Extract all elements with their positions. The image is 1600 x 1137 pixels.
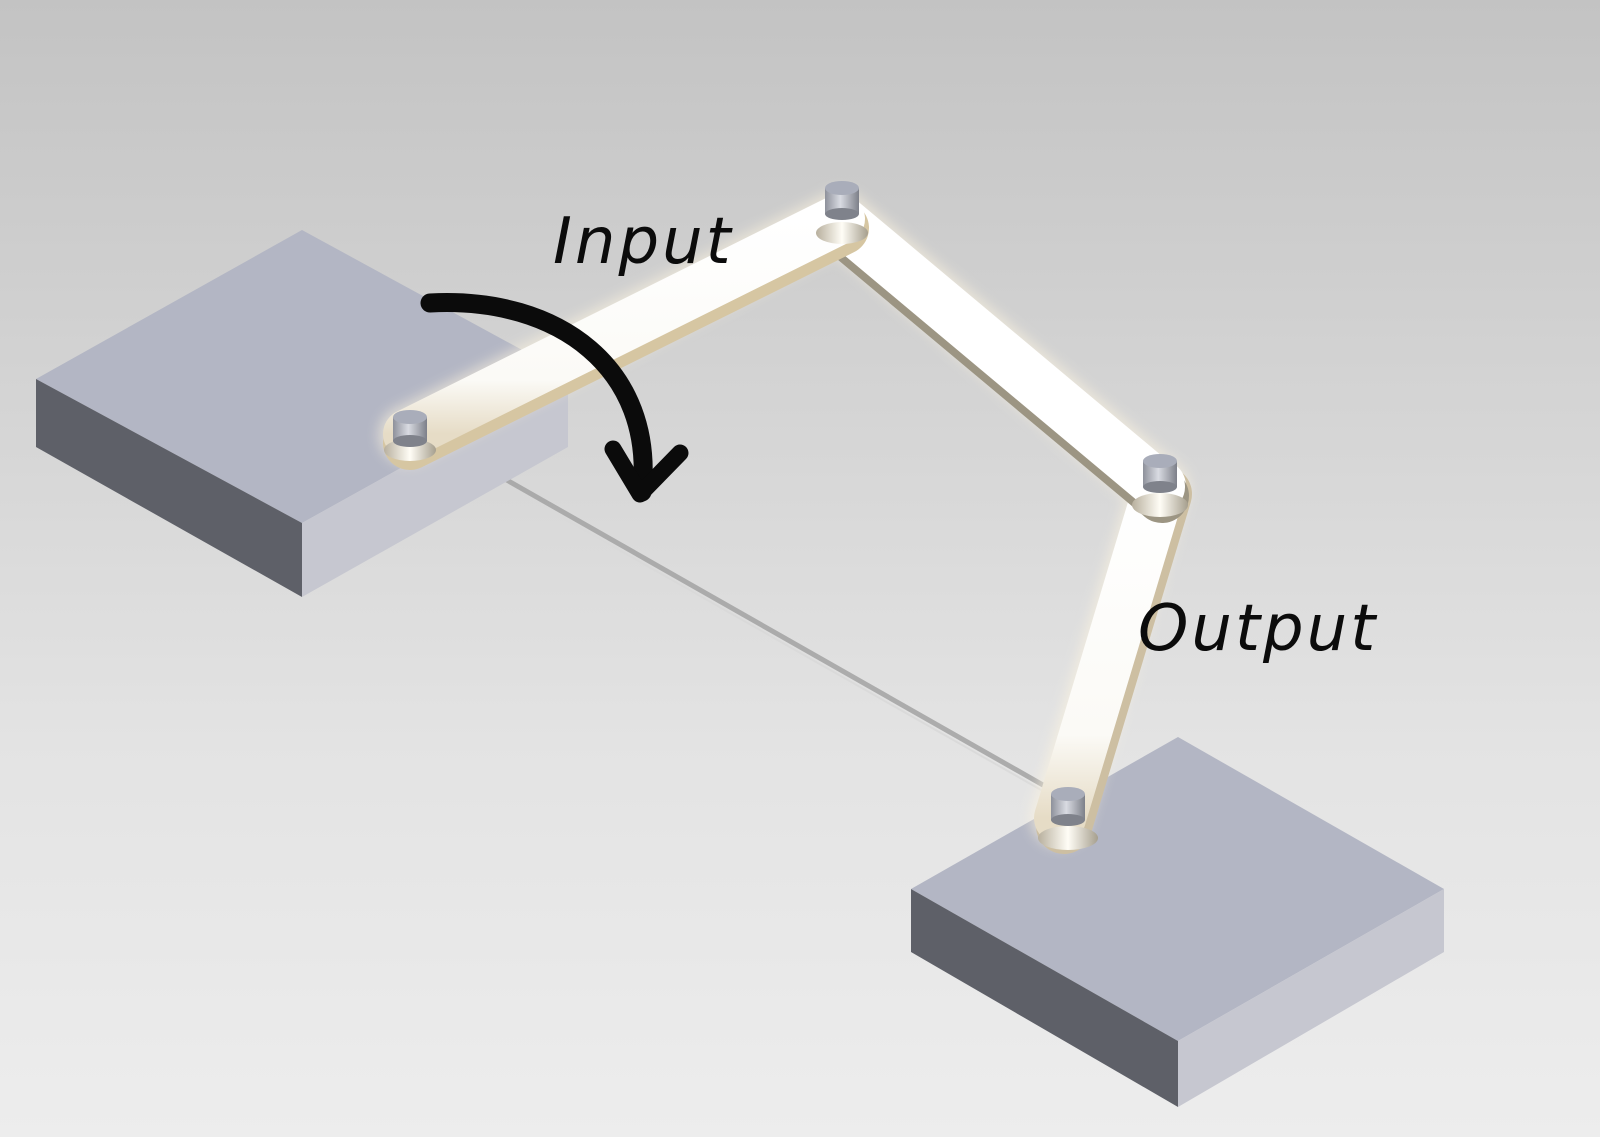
coupler-link xyxy=(815,194,1189,523)
left-base-front-left-face xyxy=(36,379,302,597)
joint-pin-input-ground xyxy=(384,410,436,461)
output-label: Output xyxy=(1138,592,1378,666)
joint-pin-coupler-output xyxy=(1132,454,1188,517)
output-link xyxy=(1034,460,1192,854)
ground-link-highlight xyxy=(409,430,1058,800)
left-base-front-right-face xyxy=(302,375,568,597)
right-base-front-right-face xyxy=(1178,889,1444,1107)
input-label: Input xyxy=(553,205,734,279)
clockwise-arrow-icon xyxy=(420,293,689,503)
input-link xyxy=(383,194,869,470)
right-fixed-base xyxy=(911,737,1444,1107)
right-base-front-left-face xyxy=(911,889,1178,1107)
right-base-top-face xyxy=(911,737,1444,1041)
joint-pin-input-coupler xyxy=(816,181,868,244)
ground-link-line xyxy=(408,422,1059,796)
joint-pin-output-ground xyxy=(1038,787,1098,850)
